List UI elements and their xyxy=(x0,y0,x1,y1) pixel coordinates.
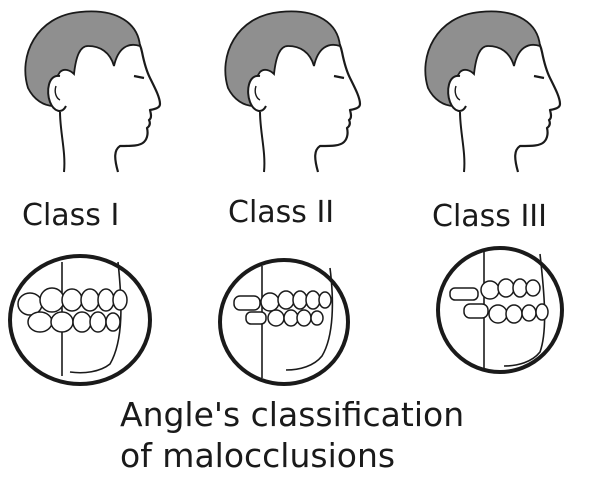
head-profile-class-2 xyxy=(225,11,360,172)
class-2-occlusion-circle xyxy=(220,260,348,384)
caption-line-2: of malocclusions xyxy=(120,436,590,476)
head-profile-class-1 xyxy=(25,11,160,172)
class-2-label: Class II xyxy=(228,195,334,230)
head-profile-class-3 xyxy=(425,11,560,172)
class-1-occlusion-circle xyxy=(10,256,150,384)
class-1-label: Class I xyxy=(22,198,119,233)
caption-line-1: Angle's classification xyxy=(120,395,590,435)
class-3-label: Class III xyxy=(432,199,547,234)
class-3-occlusion-circle xyxy=(438,248,562,372)
